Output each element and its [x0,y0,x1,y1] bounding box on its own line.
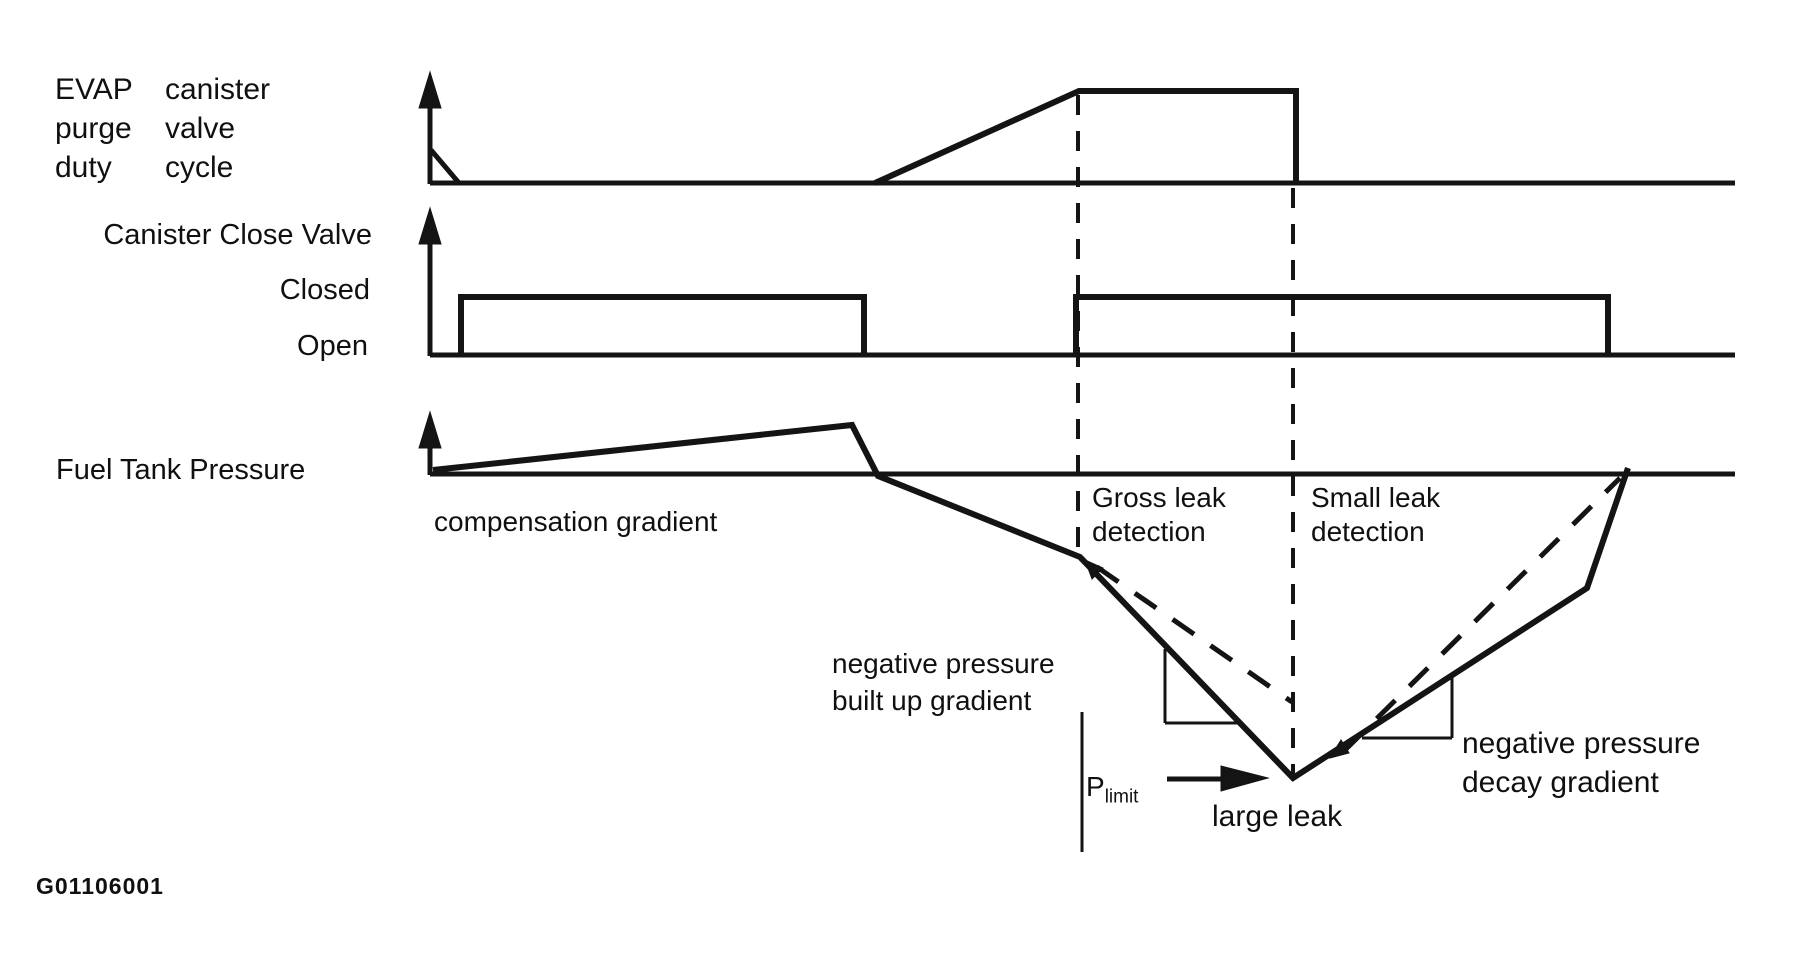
gross-leak-line1: Gross leak [1092,482,1226,513]
plimit-arrowhead [1220,765,1270,792]
purge-start-decay [429,148,461,185]
ccv-axis-arrowhead [418,206,442,245]
canister-close-valve-title: Canister Close Valve [103,219,372,251]
purge-label-word: purge [55,112,132,145]
large-leak-label: large leak [1212,800,1343,833]
decay-line2: decay gradient [1462,766,1659,799]
p-limit-label: Plimit [1086,771,1138,807]
gross-leak-line2: detection [1092,516,1206,547]
ccv-state-closed-label: Closed [279,274,370,306]
gross-leak-detection-label: Gross leak detection [1092,481,1226,549]
purge-pulse [873,88,1299,186]
purge-label-row: purge valve [55,109,270,148]
figure-code: G01106001 [36,873,164,899]
ccv-pulse-1 [458,294,867,355]
p-limit-subscript: limit [1104,786,1139,808]
small-leak-line2: detection [1311,516,1425,547]
decay-dashed-curve [1342,476,1622,753]
purge-label-row: EVAP canister [55,70,270,109]
small-leak-dashed-curve [1095,564,1294,705]
compensation-gradient-label: compensation gradient [434,506,718,537]
decay-line1: negative pressure [1462,727,1701,760]
purge-label-word: duty [55,151,112,184]
negative-pressure-buildup-label: negative pressure built up gradient [832,645,1055,719]
purge-label-word: canister [165,73,271,106]
purge-label-word: EVAP [55,73,133,106]
rejoin-arrowhead [1328,739,1350,759]
purge-axis-arrowhead [418,70,442,109]
purge-label-row: duty cycle [55,148,270,187]
ftp-axis-arrowhead [418,410,442,449]
negative-pressure-decay-label: negative pressure decay gradient [1462,724,1700,802]
purge-label-word: valve [165,112,236,145]
ftp-pressure-curve [432,421,1631,782]
fuel-tank-pressure-title: Fuel Tank Pressure [56,454,306,486]
buildup-line2: built up gradient [832,685,1032,716]
branch-arrowhead [1084,559,1104,580]
purge-label-word: cycle [165,151,234,184]
ccv-pulse-2 [1073,294,1611,355]
small-leak-line1: Small leak [1311,482,1441,513]
p-limit-symbol: P [1086,771,1105,802]
ccv-state-open-label: Open [297,330,368,362]
buildup-line1: negative pressure [832,648,1055,679]
small-leak-detection-label: Small leak detection [1311,481,1440,549]
purge-duty-cycle-label: EVAP canister purge valve duty cycle [55,70,270,187]
